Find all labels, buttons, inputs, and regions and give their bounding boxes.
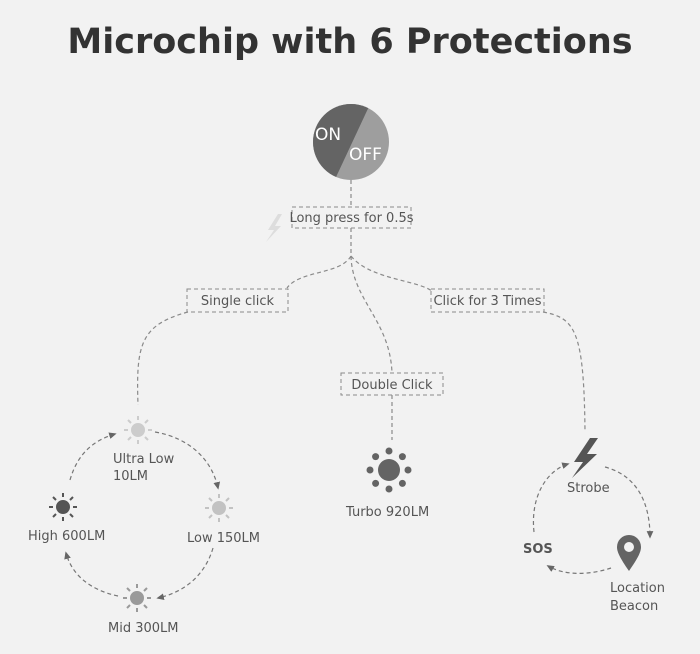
connector-lines bbox=[137, 180, 586, 440]
sun-icon bbox=[48, 492, 78, 522]
mid-label: Mid 300LM bbox=[108, 621, 178, 636]
single-click-label: Single click bbox=[201, 294, 275, 309]
low-label: Low 150LM bbox=[187, 531, 260, 546]
double-click-label: Double Click bbox=[351, 378, 433, 393]
on-label: ON bbox=[315, 125, 341, 145]
high-label: High 600LM bbox=[28, 529, 105, 544]
ultra-low-label: Ultra Low bbox=[113, 452, 175, 467]
lightning-icon bbox=[266, 214, 282, 242]
long-press-label: Long press for 0.5s bbox=[289, 211, 413, 226]
page-title: Microchip with 6 Protections bbox=[67, 22, 633, 62]
special-cycle-arrows bbox=[532, 462, 654, 574]
beacon-label-line1: Location bbox=[610, 581, 665, 596]
power-button[interactable]: ON OFF bbox=[310, 100, 400, 190]
lightning-icon bbox=[572, 438, 598, 478]
ultra-low-lumens: 10LM bbox=[113, 469, 148, 484]
strobe-label: Strobe bbox=[567, 481, 610, 496]
sun-icon bbox=[122, 583, 152, 613]
sos-label: SOS bbox=[523, 542, 553, 557]
action-long-press: Long press for 0.5s bbox=[289, 206, 414, 229]
brightness-cycle-arrows bbox=[64, 431, 221, 601]
action-single-click: Single click bbox=[186, 288, 289, 313]
sun-icon bbox=[366, 447, 412, 493]
beacon-label-line2: Beacon bbox=[610, 599, 658, 614]
sun-icon bbox=[123, 415, 153, 445]
action-triple-click: Click for 3 Times bbox=[430, 288, 545, 313]
turbo-label: Turbo 920LM bbox=[345, 505, 429, 520]
location-pin-icon bbox=[617, 535, 641, 571]
off-label: OFF bbox=[349, 145, 382, 165]
sun-icon bbox=[204, 493, 234, 523]
action-double-click: Double Click bbox=[340, 372, 444, 396]
triple-click-label: Click for 3 Times bbox=[433, 294, 541, 309]
